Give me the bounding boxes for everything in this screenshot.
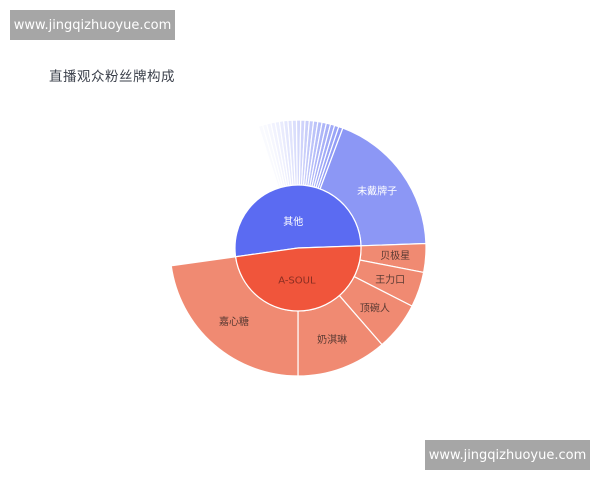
outer-slice-label: 奶淇琳 bbox=[317, 334, 347, 346]
inner-slice-A-SOUL bbox=[234, 245, 362, 312]
outer-slice-label: 王力口 bbox=[375, 273, 405, 286]
watermark-top: www.jingqizhuoyue.com bbox=[10, 10, 175, 40]
outer-slice-label: 贝极星 bbox=[380, 249, 410, 262]
inner-slice-其他 bbox=[234, 184, 362, 258]
inner-slice-label: A-SOUL bbox=[278, 275, 316, 286]
outer-slice-label: 嘉心糖 bbox=[219, 315, 249, 328]
chart-title: 直播观众粉丝牌构成 bbox=[49, 69, 175, 85]
inner-slice-label: 其他 bbox=[283, 215, 303, 228]
watermark-bottom: www.jingqizhuoyue.com bbox=[425, 440, 590, 470]
outer-ring bbox=[170, 127, 427, 377]
outer-slice-label: 未戴牌子 bbox=[357, 185, 397, 198]
outer-slice-label: 顶碗人 bbox=[360, 302, 390, 315]
inner-ring bbox=[234, 184, 362, 312]
